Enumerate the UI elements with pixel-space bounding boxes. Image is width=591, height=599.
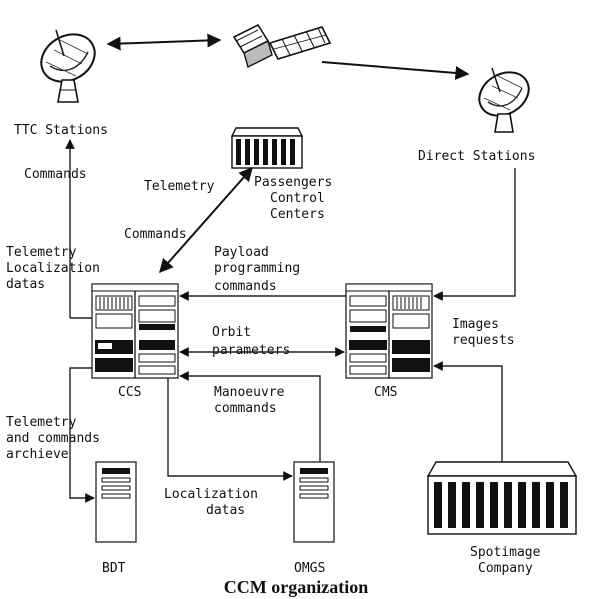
edge-label-archieve-3: archieve [6, 447, 69, 462]
edge-satellite-direct [321, 61, 470, 80]
diagram-caption: CCM organization [224, 577, 368, 597]
node-label-passengers-3: Centers [270, 207, 325, 222]
direct-dish-icon [478, 67, 530, 133]
edge-label-images-1: Images [452, 317, 499, 332]
edge-label-manoeuvre-1: Manoeuvre [214, 385, 285, 400]
edge-omgs-ccs [179, 371, 321, 462]
node-label-passengers-2: Control [270, 191, 325, 206]
edge-ttc-satellite [106, 33, 222, 51]
edge-spotimage-cms [433, 361, 503, 462]
node-label-ttc: TTC Stations [14, 123, 108, 138]
edge-label-payload-2: programming [214, 261, 300, 276]
edge-label-images-2: requests [452, 333, 515, 348]
edge-direct-cms [433, 168, 516, 301]
omgs-tower-icon [293, 461, 335, 543]
edge-label-payload-1: Payload [214, 245, 269, 260]
edge-ccs-bdt [69, 367, 95, 503]
edge-label-orbit-2: parameters [212, 343, 290, 358]
satellite-icon [232, 23, 332, 69]
edge-label-localization-1: Localization [164, 487, 258, 502]
spotimage-building-icon [426, 461, 578, 535]
edge-label-commands-pcc: Commands [124, 227, 187, 242]
node-label-cms: CMS [374, 385, 397, 400]
cms-racks-icon [345, 283, 433, 379]
edge-label-payload-3: commands [214, 279, 277, 294]
edge-label-commands-ttc: Commands [24, 167, 87, 182]
node-label-omgs: OMGS [294, 561, 325, 576]
node-label-bdt: BDT [102, 561, 126, 576]
ttc-dish-icon [40, 29, 96, 103]
node-label-ccs: CCS [118, 385, 141, 400]
edge-label-telemetry-pcc: Telemetry [144, 179, 215, 194]
bdt-tower-icon [95, 461, 137, 543]
edge-ccs-passengers [159, 166, 253, 274]
edge-label-archieve-1: Telemetry [6, 415, 77, 430]
edge-ccs-omgs [167, 378, 293, 481]
node-label-direct: Direct Stations [418, 149, 535, 164]
node-label-passengers-1: Passengers [254, 175, 332, 190]
edge-label-tlm-loc-2: Localization [6, 261, 100, 276]
edge-label-tlm-loc-3: datas [6, 277, 45, 292]
edge-label-localization-2: datas [206, 503, 245, 518]
edge-label-tlm-loc-1: Telemetry [6, 245, 77, 260]
edge-label-archieve-2: and commands [6, 431, 100, 446]
edge-label-manoeuvre-2: commands [214, 401, 277, 416]
ccs-racks-icon [91, 283, 179, 379]
node-label-spotimage-1: Spotimage [470, 545, 541, 560]
edge-label-orbit-1: Orbit [212, 325, 251, 340]
passengers-building-icon [230, 127, 304, 169]
node-label-spotimage-2: Company [478, 561, 533, 576]
